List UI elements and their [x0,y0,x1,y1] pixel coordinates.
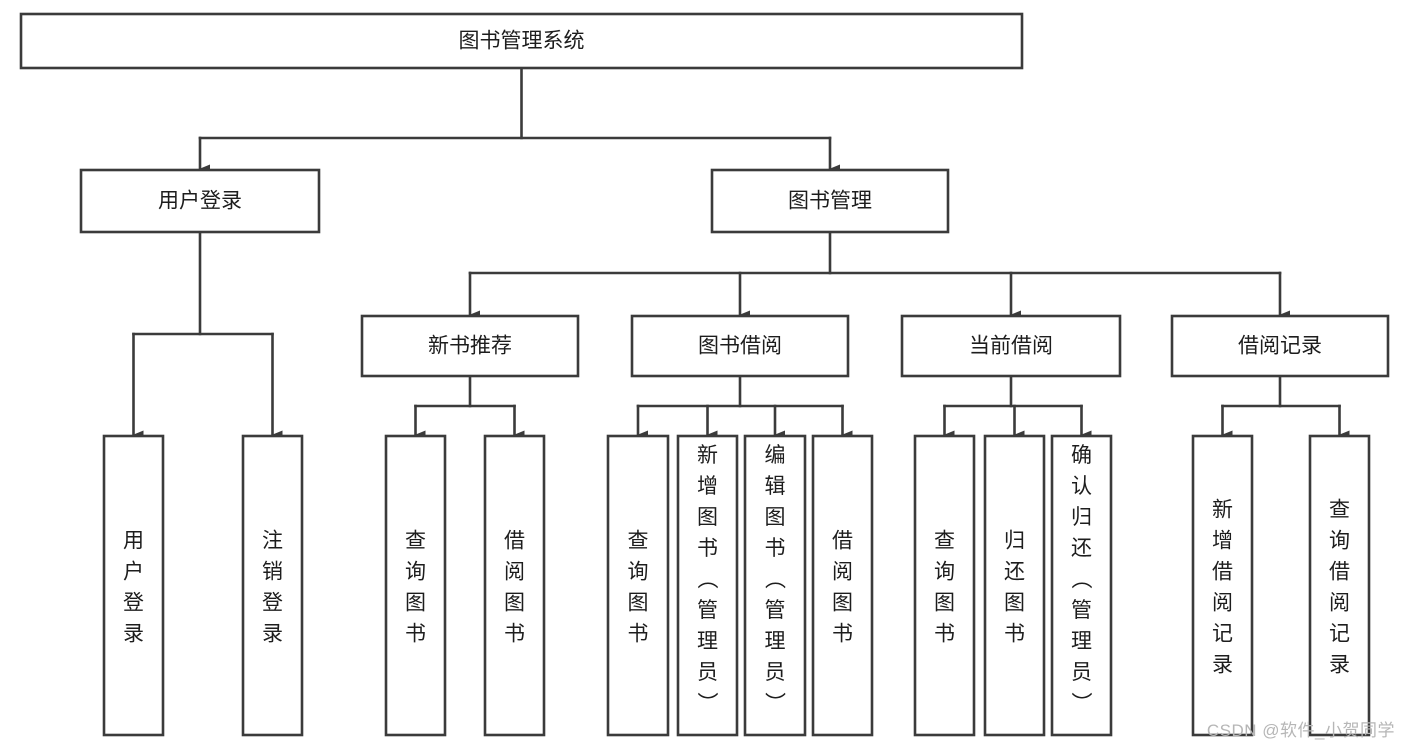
node-leaf-logout[interactable]: 注销登录 [241,434,304,737]
node-label-leaf-confirm-return-admin: 确认归还（管理员） [1071,444,1093,715]
node-box-leaf-logout[interactable] [241,434,304,737]
node-leaf-user-login[interactable]: 用户登录 [102,434,165,737]
node-box-leaf-query-book-borrow[interactable] [606,434,670,737]
edge-group-new-book-recommend [414,374,525,440]
node-root[interactable]: 图书管理系统 [19,12,1024,70]
node-leaf-borrow-book-recommend[interactable]: 借阅图书 [483,434,546,737]
node-label-book-borrow: 图书借阅 [698,335,782,358]
node-box-leaf-user-login[interactable] [102,434,165,737]
node-leaf-edit-book-admin[interactable]: 编辑图书（管理员） [743,434,807,737]
node-box-leaf-return-book[interactable] [983,434,1046,737]
node-label-leaf-return-book: 归还图书 [1004,530,1025,646]
node-box-leaf-borrow-book[interactable] [811,434,874,737]
node-label-leaf-borrow-book: 借阅图书 [832,530,853,646]
node-leaf-confirm-return-admin[interactable]: 确认归还（管理员） [1050,434,1113,737]
node-layer: 图书管理系统用户登录图书管理新书推荐图书借阅当前借阅借阅记录用户登录注销登录查询… [19,12,1390,737]
node-box-leaf-add-book-admin[interactable] [676,434,739,737]
node-box-leaf-borrow-book-recommend[interactable] [483,434,546,737]
csdn-watermark: CSDN @软件_小贺同学 [1206,721,1395,740]
node-leaf-borrow-book[interactable]: 借阅图书 [811,434,874,737]
edge-group-root [198,66,840,174]
node-leaf-return-book[interactable]: 归还图书 [983,434,1046,737]
node-label-book-manage: 图书管理 [788,190,872,213]
node-box-leaf-edit-book-admin[interactable] [743,434,807,737]
edge-group-book-borrow [636,374,853,440]
node-label-leaf-user-login: 用户登录 [123,530,144,646]
node-leaf-add-book-admin[interactable]: 新增图书（管理员） [676,434,739,737]
node-book-manage[interactable]: 图书管理 [710,168,950,234]
node-label-leaf-query-book-current: 查询图书 [934,530,955,646]
node-label-leaf-add-book-admin: 新增图书（管理员） [697,444,719,715]
node-label-current-borrow: 当前借阅 [969,335,1053,358]
node-label-leaf-add-borrow-record: 新增借阅记录 [1212,499,1233,677]
node-leaf-add-borrow-record[interactable]: 新增借阅记录 [1191,434,1254,737]
node-label-root: 图书管理系统 [459,30,585,53]
node-box-book-manage[interactable] [710,168,950,234]
edge-group-user-login [132,230,283,440]
node-leaf-query-book-recommend[interactable]: 查询图书 [384,434,447,737]
node-box-leaf-query-book-recommend[interactable] [384,434,447,737]
node-box-leaf-confirm-return-admin[interactable] [1050,434,1113,737]
node-current-borrow[interactable]: 当前借阅 [900,314,1122,378]
node-box-root[interactable] [19,12,1024,70]
node-label-leaf-borrow-book-recommend: 借阅图书 [504,530,525,646]
node-box-leaf-query-borrow-record[interactable] [1308,434,1371,737]
edge-group-current-borrow [943,374,1092,440]
node-box-book-borrow[interactable] [630,314,850,378]
node-user-login[interactable]: 用户登录 [79,168,321,234]
node-box-user-login[interactable] [79,168,321,234]
node-leaf-query-book-borrow[interactable]: 查询图书 [606,434,670,737]
node-box-borrow-record[interactable] [1170,314,1390,378]
node-box-leaf-add-borrow-record[interactable] [1191,434,1254,737]
node-leaf-query-borrow-record[interactable]: 查询借阅记录 [1308,434,1371,737]
node-box-new-book-recommend[interactable] [360,314,580,378]
node-label-borrow-record: 借阅记录 [1238,335,1322,358]
node-label-leaf-edit-book-admin: 编辑图书（管理员） [765,444,787,715]
node-book-borrow[interactable]: 图书借阅 [630,314,850,378]
connector-layer [132,66,1350,440]
node-new-book-recommend[interactable]: 新书推荐 [360,314,580,378]
node-label-leaf-query-book-recommend: 查询图书 [405,530,426,646]
edge-group-book-manage [468,230,1290,320]
edge-group-borrow-record [1221,374,1350,440]
node-label-user-login: 用户登录 [158,190,242,213]
node-label-new-book-recommend: 新书推荐 [428,335,512,358]
node-label-leaf-logout: 注销登录 [262,530,283,646]
node-box-leaf-query-book-current[interactable] [913,434,976,737]
node-box-current-borrow[interactable] [900,314,1122,378]
node-label-leaf-query-book-borrow: 查询图书 [628,530,649,646]
node-label-leaf-query-borrow-record: 查询借阅记录 [1329,499,1350,677]
node-leaf-query-book-current[interactable]: 查询图书 [913,434,976,737]
node-borrow-record[interactable]: 借阅记录 [1170,314,1390,378]
